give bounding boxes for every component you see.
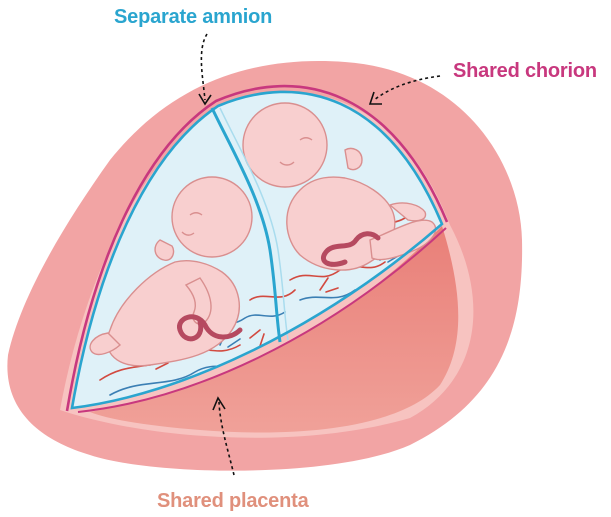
- label-shared-placenta: Shared placenta: [157, 490, 309, 513]
- right-twin-hand: [345, 148, 362, 169]
- left-twin-head: [172, 177, 252, 257]
- right-twin-head: [243, 103, 327, 187]
- label-separate-amnion: Separate amnion: [114, 6, 272, 29]
- label-shared-chorion: Shared chorion: [453, 60, 597, 83]
